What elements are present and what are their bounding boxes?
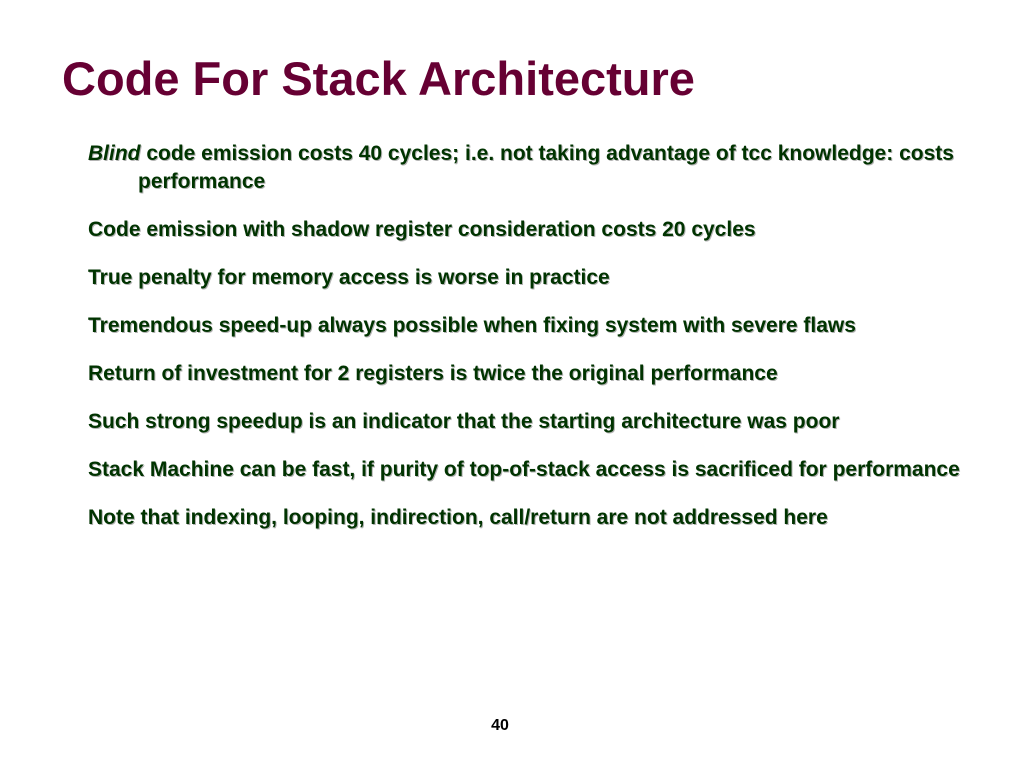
bullet-text: code emission costs 40 cycles; i.e. not … — [138, 142, 954, 193]
bullet-item: Return of investment for 2 registers is … — [88, 360, 968, 388]
bullet-text: Code emission with shadow register consi… — [88, 218, 756, 241]
bullet-item: Stack Machine can be fast, if purity of … — [88, 456, 968, 484]
bullet-text: Such strong speedup is an indicator that… — [88, 410, 840, 433]
bullet-emphasis: Blind — [88, 142, 141, 165]
bullet-text: Return of investment for 2 registers is … — [88, 362, 778, 385]
bullet-text: True penalty for memory access is worse … — [88, 266, 610, 289]
slide-title: Code For Stack Architecture — [62, 52, 695, 105]
bullet-item: Tremendous speed-up always possible when… — [88, 312, 968, 340]
bullet-item: Such strong speedup is an indicator that… — [88, 408, 968, 436]
bullet-list: Blind code emission costs 40 cycles; i.e… — [88, 140, 968, 552]
bullet-item: True penalty for memory access is worse … — [88, 264, 968, 292]
bullet-text: Tremendous speed-up always possible when… — [88, 314, 856, 337]
bullet-text: Note that indexing, looping, indirection… — [88, 506, 828, 529]
bullet-text: Stack Machine can be fast, if purity of … — [88, 458, 960, 481]
bullet-item: Note that indexing, looping, indirection… — [88, 504, 968, 532]
bullet-item: Blind code emission costs 40 cycles; i.e… — [88, 140, 968, 196]
bullet-item: Code emission with shadow register consi… — [88, 216, 968, 244]
page-number: 40 — [491, 717, 509, 734]
